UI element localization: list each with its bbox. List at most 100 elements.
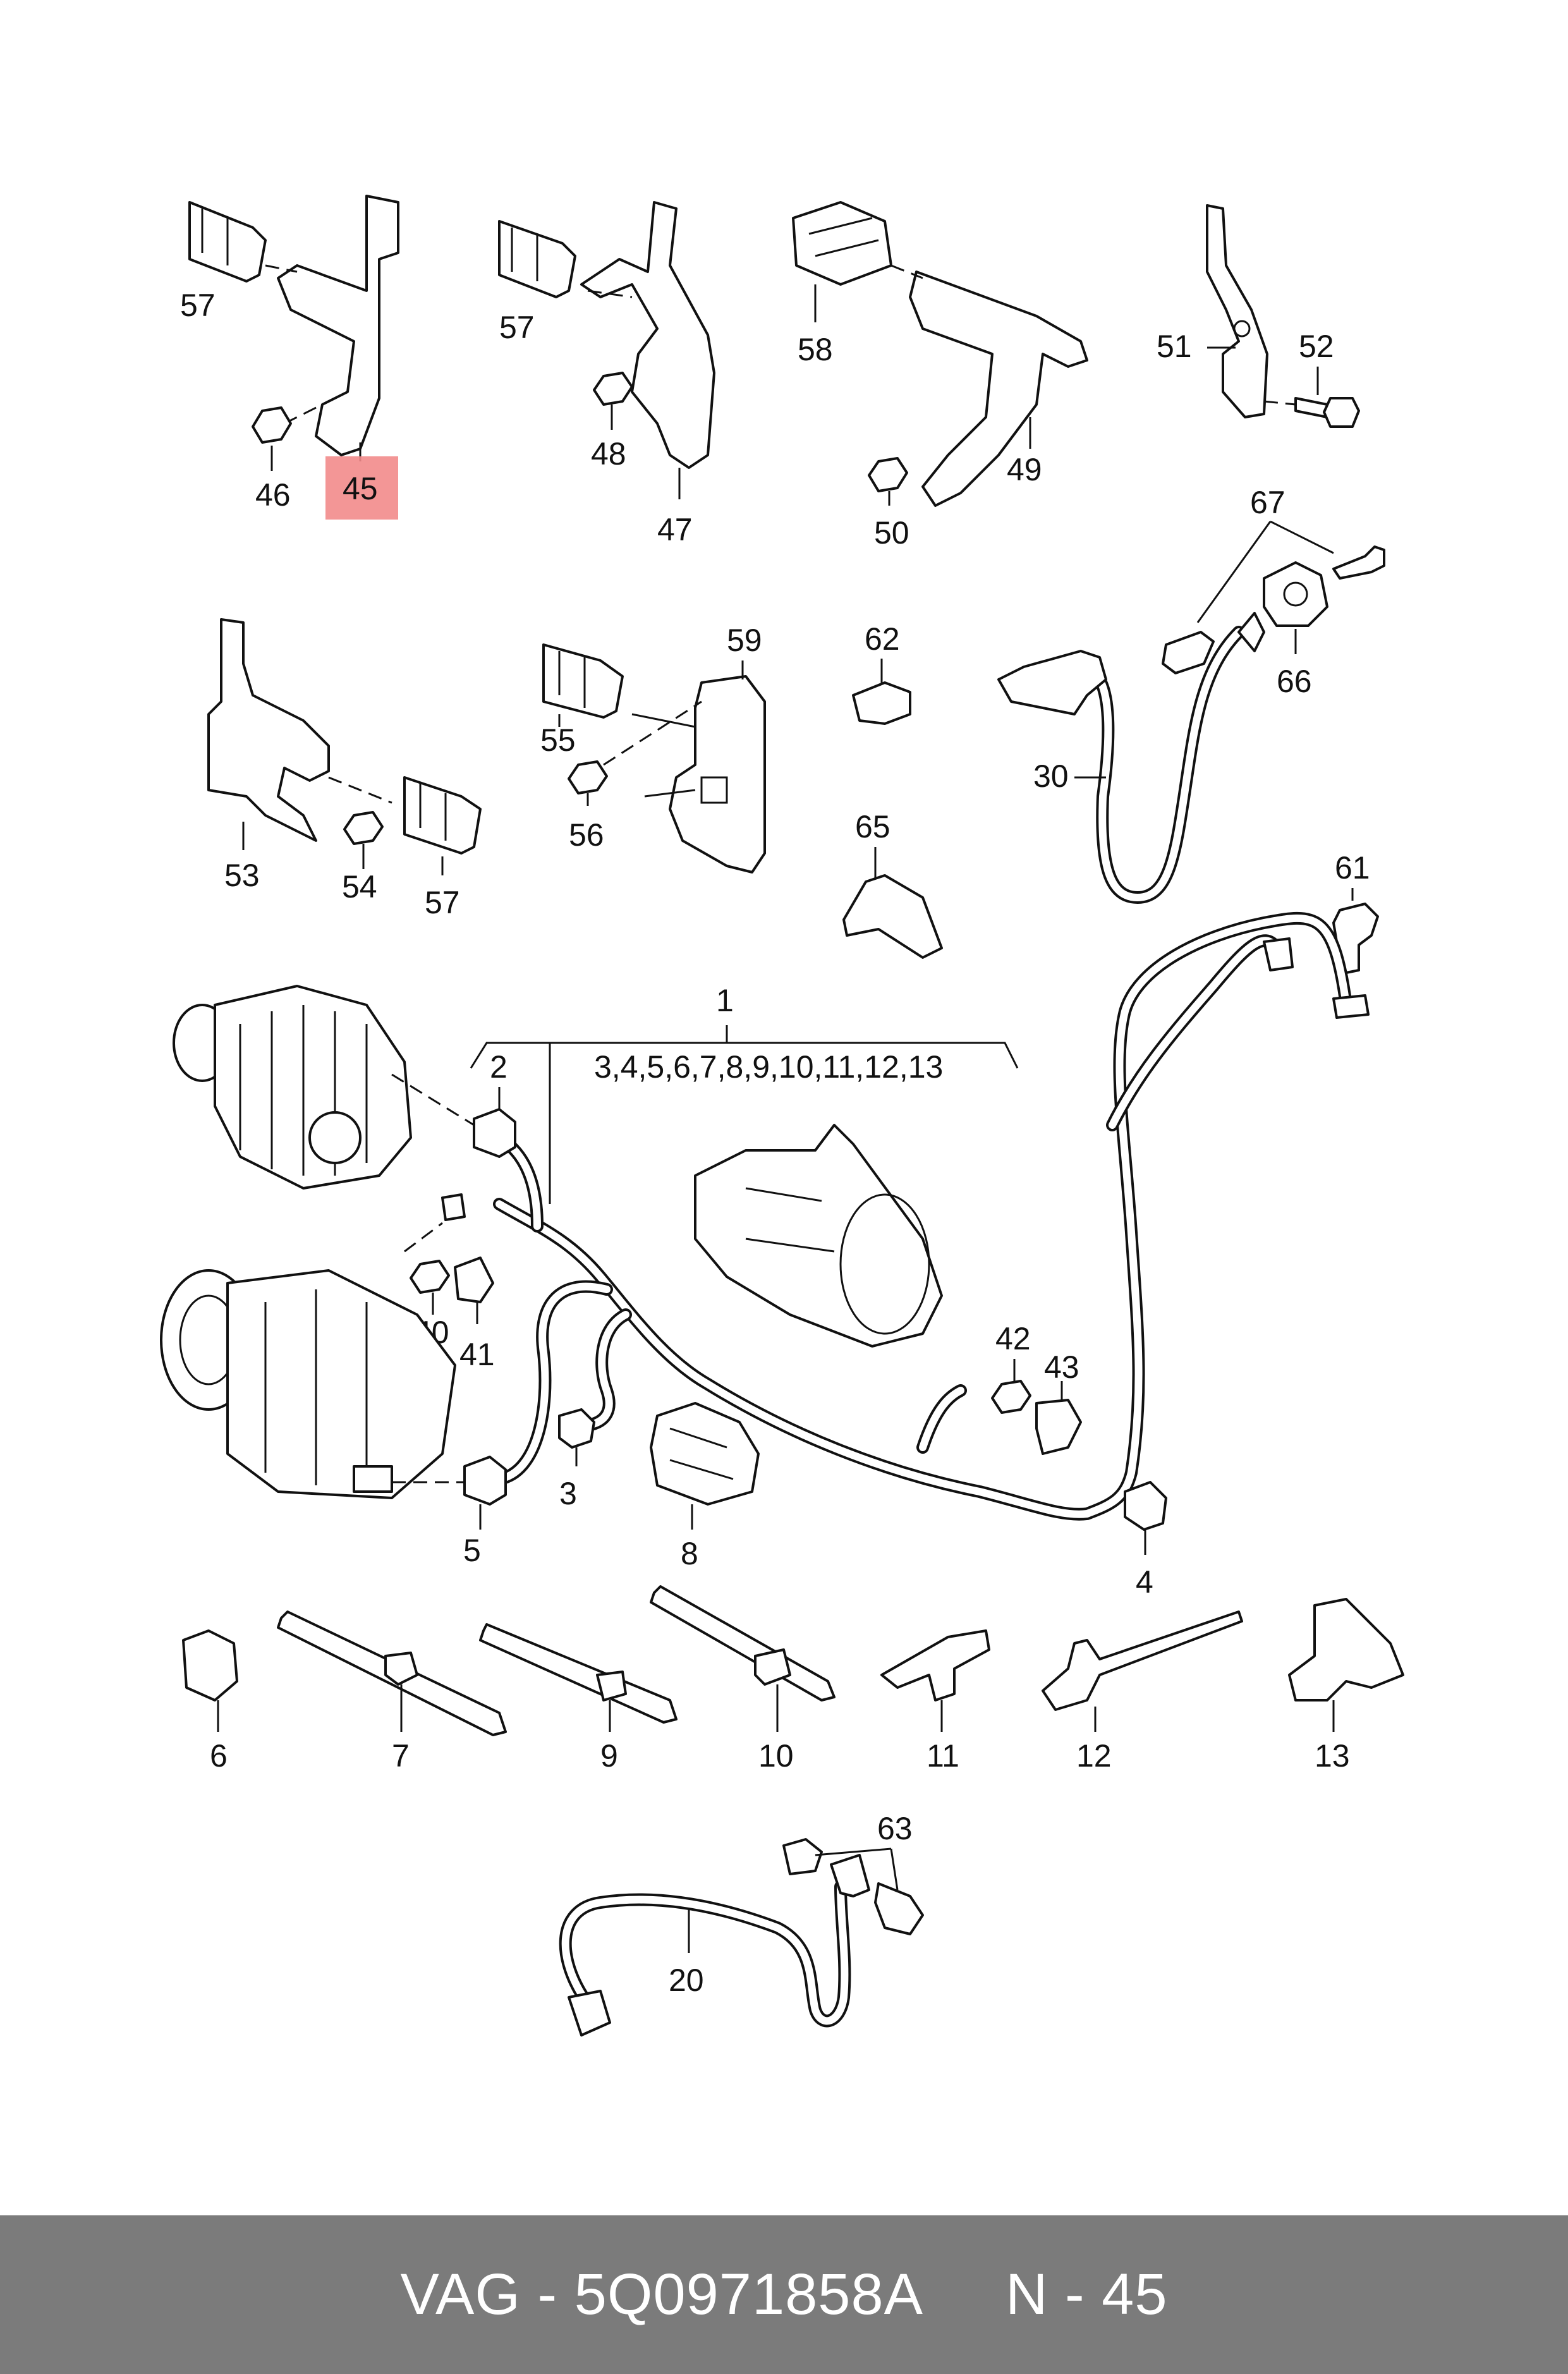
nut-50-shape <box>868 457 908 492</box>
callout-43[interactable]: 43 <box>1044 1349 1079 1385</box>
callout-9[interactable]: 9 <box>600 1738 618 1774</box>
clip-59-shape <box>542 643 624 719</box>
starter <box>694 1124 943 1348</box>
diagram-reference-label: N - 45 <box>1005 2262 1168 2327</box>
bolt-63-a-shape <box>782 1838 823 1875</box>
callout-57-c[interactable]: 57 <box>425 885 460 920</box>
connector-4-shape <box>1124 1481 1167 1531</box>
callout-1[interactable]: 1 <box>716 983 734 1018</box>
cap-41-shape <box>454 1257 494 1303</box>
clip-57-c-shape <box>403 776 482 855</box>
callout-48[interactable]: 48 <box>591 436 626 472</box>
callout-54[interactable]: 54 <box>342 869 377 904</box>
bracket-49-shape <box>909 271 1088 507</box>
callout-57-b[interactable]: 57 <box>499 310 535 345</box>
bolt-61-shape <box>1332 903 1379 975</box>
bolt-67-a-shape <box>1162 631 1215 674</box>
callout-7[interactable]: 7 <box>392 1738 410 1774</box>
callout-50[interactable]: 50 <box>874 515 909 551</box>
callout-59[interactable]: 55 <box>540 722 576 758</box>
callout-47[interactable]: 47 <box>657 512 693 547</box>
parts-diagram: 57 45 46 57 48 47 58 49 50 51 52 <box>160 195 1404 2036</box>
clip-6-shape <box>182 1629 238 1701</box>
alternator <box>173 985 475 1190</box>
battery-terminal-30-shape <box>997 650 1107 715</box>
ac-compressor <box>160 1269 465 1499</box>
bolt-63-b-shape <box>874 1882 924 1935</box>
callout-41[interactable]: 41 <box>459 1337 495 1372</box>
callout-51[interactable]: 51 <box>1157 329 1192 364</box>
callout-1-items[interactable]: 3,4,5,6,7,8,9,10,11,12,13 <box>594 1049 943 1085</box>
callout-8[interactable]: 8 <box>681 1536 698 1571</box>
bracket-47-group <box>498 201 715 469</box>
callout-61[interactable]: 61 <box>1335 850 1370 886</box>
callout-3[interactable]: 3 <box>559 1476 577 1511</box>
callout-65[interactable]: 65 <box>855 809 890 844</box>
connector-3-shape <box>558 1408 595 1449</box>
bracket-51-group <box>1206 204 1360 428</box>
ring-lug-61-shape <box>1332 994 1370 1019</box>
bracket-55-group <box>542 643 766 874</box>
connector-58-shape <box>792 201 892 286</box>
strap-10-shape <box>650 1585 836 1701</box>
nut-54-shape <box>343 811 384 845</box>
cap-66-shape <box>1263 561 1328 627</box>
strap-9-shape <box>479 1623 678 1724</box>
nut-56-shape <box>568 760 608 794</box>
connector-5-shape <box>463 1456 507 1506</box>
callout-57-a[interactable]: 57 <box>180 288 216 323</box>
bracket-53-group <box>207 618 482 855</box>
callout-10[interactable]: 10 <box>758 1738 794 1774</box>
nut-42-shape <box>991 1380 1031 1414</box>
bracket-47-shape <box>580 201 715 469</box>
callout-11[interactable]: 11 <box>927 1738 959 1774</box>
bracket-45-shape <box>277 195 399 456</box>
callout-63[interactable]: 63 <box>877 1811 913 1846</box>
connector-2-shape <box>473 1108 516 1158</box>
callout-58[interactable]: 58 <box>798 332 833 367</box>
callout-66[interactable]: 66 <box>1277 664 1312 699</box>
callout-62[interactable]: 62 <box>865 621 900 657</box>
callout-49[interactable]: 49 <box>1007 452 1042 487</box>
callout-56[interactable]: 56 <box>569 817 604 853</box>
callout-55[interactable]: 59 <box>727 623 762 658</box>
callout-52[interactable]: 52 <box>1299 329 1334 364</box>
clip-11-shape <box>880 1629 990 1701</box>
bolt-62-group: 62 <box>852 621 911 725</box>
nut-48-shape <box>593 372 633 406</box>
harness-1 <box>463 911 1370 1531</box>
clip-65-group: 65 <box>842 809 943 959</box>
callout-13[interactable]: 13 <box>1315 1738 1350 1774</box>
callout-2[interactable]: 2 <box>490 1049 507 1085</box>
callout-42[interactable]: 42 <box>995 1321 1031 1356</box>
ring-lug-alt-shape <box>441 1193 466 1221</box>
callout-67[interactable]: 67 <box>1250 485 1285 520</box>
callout-12[interactable]: 12 <box>1076 1738 1112 1774</box>
nut-46-shape <box>252 406 292 444</box>
callout-5[interactable]: 5 <box>463 1533 481 1568</box>
bracket-51-shape <box>1206 204 1268 418</box>
cable-30-group <box>997 545 1385 904</box>
part-number-label: VAG - 5Q0971858A <box>400 2262 923 2327</box>
nut-40-shape <box>410 1260 450 1294</box>
bolt-62-shape <box>852 681 911 725</box>
ground-strap-20 <box>559 1838 924 2036</box>
bracket-45-group <box>188 195 399 456</box>
callout-53[interactable]: 53 <box>224 858 260 893</box>
callout-45[interactable]: 45 <box>343 471 378 506</box>
clip-12-shape <box>1042 1610 1243 1711</box>
connector-8-shape <box>650 1402 760 1506</box>
clip-65-shape <box>842 874 943 959</box>
ring-lug-top-shape <box>1263 937 1294 971</box>
cap-43-shape <box>1035 1399 1082 1455</box>
callout-4[interactable]: 4 <box>1136 1564 1153 1600</box>
bracket-63-shape <box>830 1854 870 1897</box>
callout-30[interactable]: 30 <box>1033 758 1069 794</box>
callout-6[interactable]: 6 <box>210 1738 228 1774</box>
bracket-55-shape <box>669 675 766 874</box>
bracket-53-shape <box>207 618 330 842</box>
bolt-67-b-shape <box>1332 545 1385 580</box>
callout-20[interactable]: 20 <box>669 1963 704 1998</box>
callout-46[interactable]: 46 <box>255 477 291 513</box>
connector-8 <box>650 1402 760 1506</box>
